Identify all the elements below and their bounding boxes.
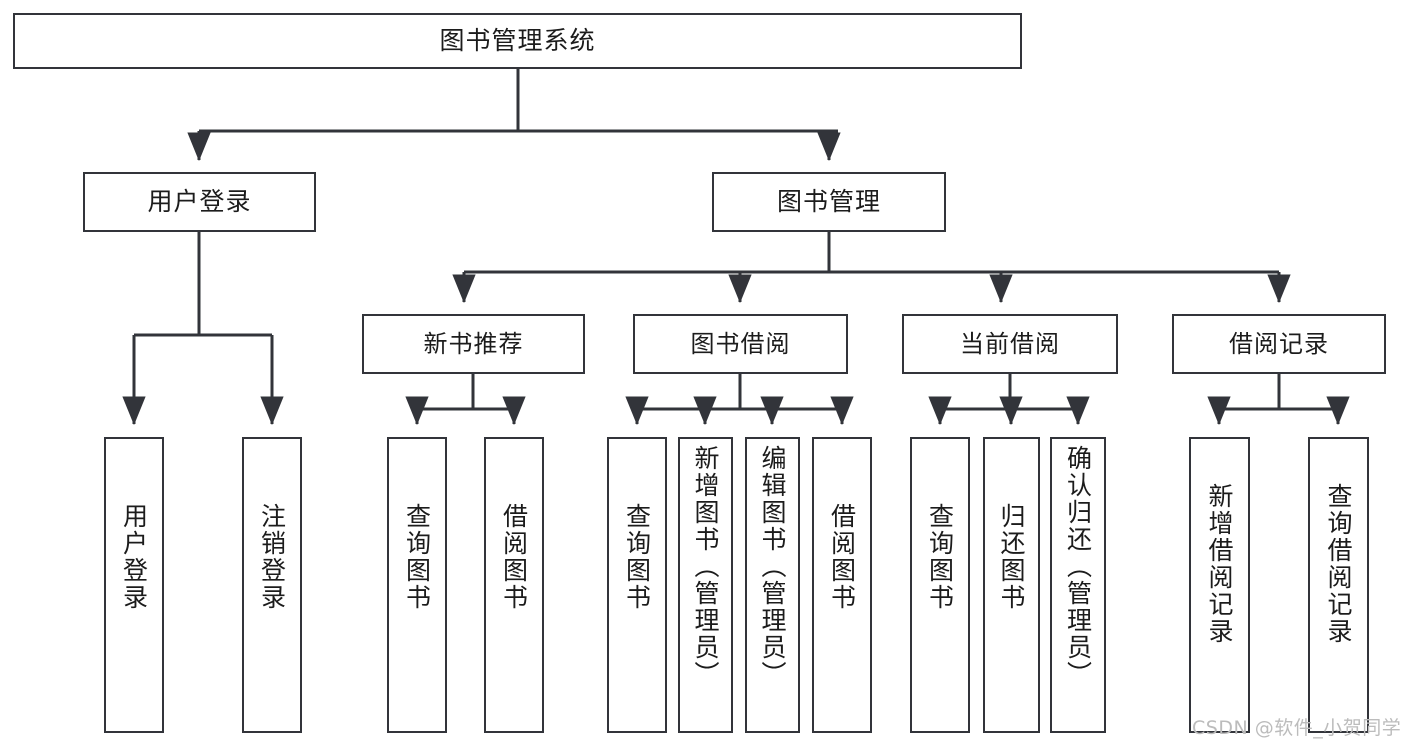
csdn-watermark: CSDN @软件_小贺同学 (1192, 717, 1402, 739)
node-leaf-query-book-3[interactable]: 查询图书 (910, 437, 970, 733)
node-leaf-query-book-1[interactable]: 查询图书 (387, 437, 447, 733)
node-leaf-query-record[interactable]: 查询借阅记录 (1308, 437, 1369, 733)
node-borrow-record[interactable]: 借阅记录 (1172, 314, 1386, 374)
node-book-manage[interactable]: 图书管理 (712, 172, 946, 232)
node-leaf-confirm-return-label: 确认归还（管理员） (1063, 445, 1093, 688)
node-new-book-rec[interactable]: 新书推荐 (362, 314, 585, 374)
node-leaf-query-book-1-label: 查询图书 (402, 503, 432, 611)
node-leaf-logout-label: 注销登录 (257, 503, 287, 611)
node-book-borrow-label: 图书借阅 (690, 329, 791, 358)
node-leaf-add-book[interactable]: 新增图书（管理员） (678, 437, 733, 733)
node-root-label: 图书管理系统 (439, 26, 596, 56)
node-leaf-user-login-label: 用户登录 (119, 503, 149, 611)
node-leaf-add-record[interactable]: 新增借阅记录 (1189, 437, 1250, 733)
node-user-login-label: 用户登录 (147, 187, 252, 217)
node-leaf-return-book-label: 归还图书 (997, 503, 1026, 611)
node-leaf-query-book-2-label: 查询图书 (622, 503, 652, 611)
node-current-borrow[interactable]: 当前借阅 (902, 314, 1118, 374)
node-leaf-borrow-book-1-label: 借阅图书 (499, 503, 529, 611)
node-leaf-edit-book-label: 编辑图书（管理员） (758, 445, 787, 688)
node-leaf-logout[interactable]: 注销登录 (242, 437, 302, 733)
node-leaf-query-record-label: 查询借阅记录 (1324, 483, 1353, 645)
node-leaf-add-book-label: 新增图书（管理员） (691, 445, 720, 688)
node-leaf-user-login[interactable]: 用户登录 (104, 437, 164, 733)
node-new-book-rec-label: 新书推荐 (423, 329, 524, 358)
node-book-manage-label: 图书管理 (776, 187, 881, 217)
node-leaf-borrow-book-1[interactable]: 借阅图书 (484, 437, 544, 733)
node-root[interactable]: 图书管理系统 (13, 13, 1022, 69)
node-leaf-edit-book[interactable]: 编辑图书（管理员） (745, 437, 800, 733)
node-leaf-return-book[interactable]: 归还图书 (983, 437, 1040, 733)
node-leaf-confirm-return[interactable]: 确认归还（管理员） (1050, 437, 1106, 733)
node-current-borrow-label: 当前借阅 (960, 329, 1060, 358)
node-leaf-query-book-2[interactable]: 查询图书 (607, 437, 667, 733)
node-user-login[interactable]: 用户登录 (83, 172, 316, 232)
node-book-borrow[interactable]: 图书借阅 (633, 314, 848, 374)
node-leaf-borrow-book-2-label: 借阅图书 (827, 503, 857, 611)
node-leaf-borrow-book-2[interactable]: 借阅图书 (812, 437, 872, 733)
node-leaf-query-book-3-label: 查询图书 (925, 503, 955, 611)
node-leaf-add-record-label: 新增借阅记录 (1205, 483, 1234, 645)
node-borrow-record-label: 借阅记录 (1229, 329, 1329, 358)
